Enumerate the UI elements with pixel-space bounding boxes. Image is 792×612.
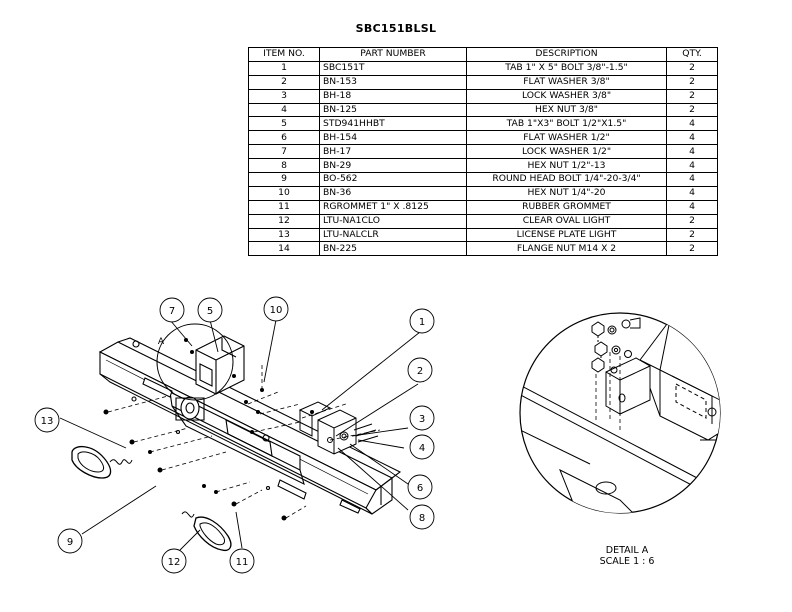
detail-a-label: DETAIL A SCALE 1 : 6 <box>572 545 682 567</box>
cell-qty: 2 <box>666 102 718 118</box>
detail-a-letter: A <box>158 337 165 347</box>
assembly-dashed-lines <box>107 362 381 519</box>
callout-3: 3 <box>419 414 425 425</box>
clear-oval-light-part <box>181 511 232 552</box>
callout-1: 1 <box>419 317 425 328</box>
license-plate-light-part <box>71 446 133 479</box>
cell-qty: 4 <box>666 130 718 146</box>
callout-5: 5 <box>207 306 213 317</box>
callout-10: 10 <box>270 305 283 316</box>
callout-13: 13 <box>41 416 54 427</box>
drawing-title: SBC151BLSL <box>355 22 437 35</box>
cell-qty: 2 <box>666 241 718 257</box>
bumper-body <box>98 335 402 515</box>
detail-a-scale: SCALE 1 : 6 <box>599 556 655 567</box>
callout-leader-lines <box>59 319 421 551</box>
cell-item-no: 14 <box>248 241 320 257</box>
callout-9: 9 <box>67 537 73 548</box>
detail-a-title: DETAIL A <box>605 545 649 556</box>
detail-a-indicator-circle <box>156 323 234 401</box>
callout-8: 8 <box>419 513 425 524</box>
callout-numbers: 1 2 3 4 5 6 7 8 9 10 11 12 13 A <box>41 305 426 568</box>
callout-12: 12 <box>168 557 181 568</box>
callout-2: 2 <box>417 366 423 377</box>
callout-11: 11 <box>236 557 249 568</box>
callout-6: 6 <box>417 483 423 494</box>
detail-a-view <box>519 312 721 514</box>
callout-7: 7 <box>169 306 175 317</box>
callout-balloons <box>34 296 435 574</box>
callout-4: 4 <box>419 443 425 454</box>
